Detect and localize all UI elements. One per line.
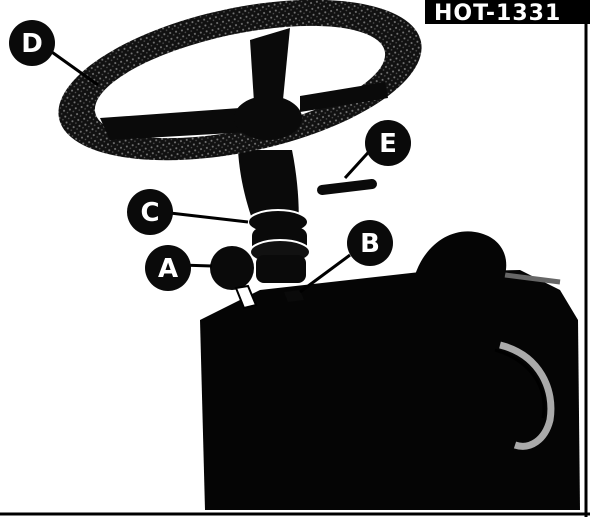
leader-c [170,213,248,222]
callout-b-letter: B [360,229,380,259]
callout-d-letter: D [21,29,43,59]
callout-e-letter: E [379,129,397,159]
seat-bump [415,231,506,275]
tilt-lever [322,184,372,190]
figure-tag-text: HOT-1331 [434,1,561,26]
callout-d: D [9,20,55,66]
callout-b: B [347,220,393,266]
callout-a: A [145,245,191,291]
callout-c: C [127,189,173,235]
callout-e: E [365,120,411,166]
figure-tag: HOT-1331 [425,0,590,26]
tractor-hood [200,270,580,510]
control-knob [210,246,254,290]
callout-c-letter: C [140,198,159,228]
callout-a-letter: A [158,254,178,284]
